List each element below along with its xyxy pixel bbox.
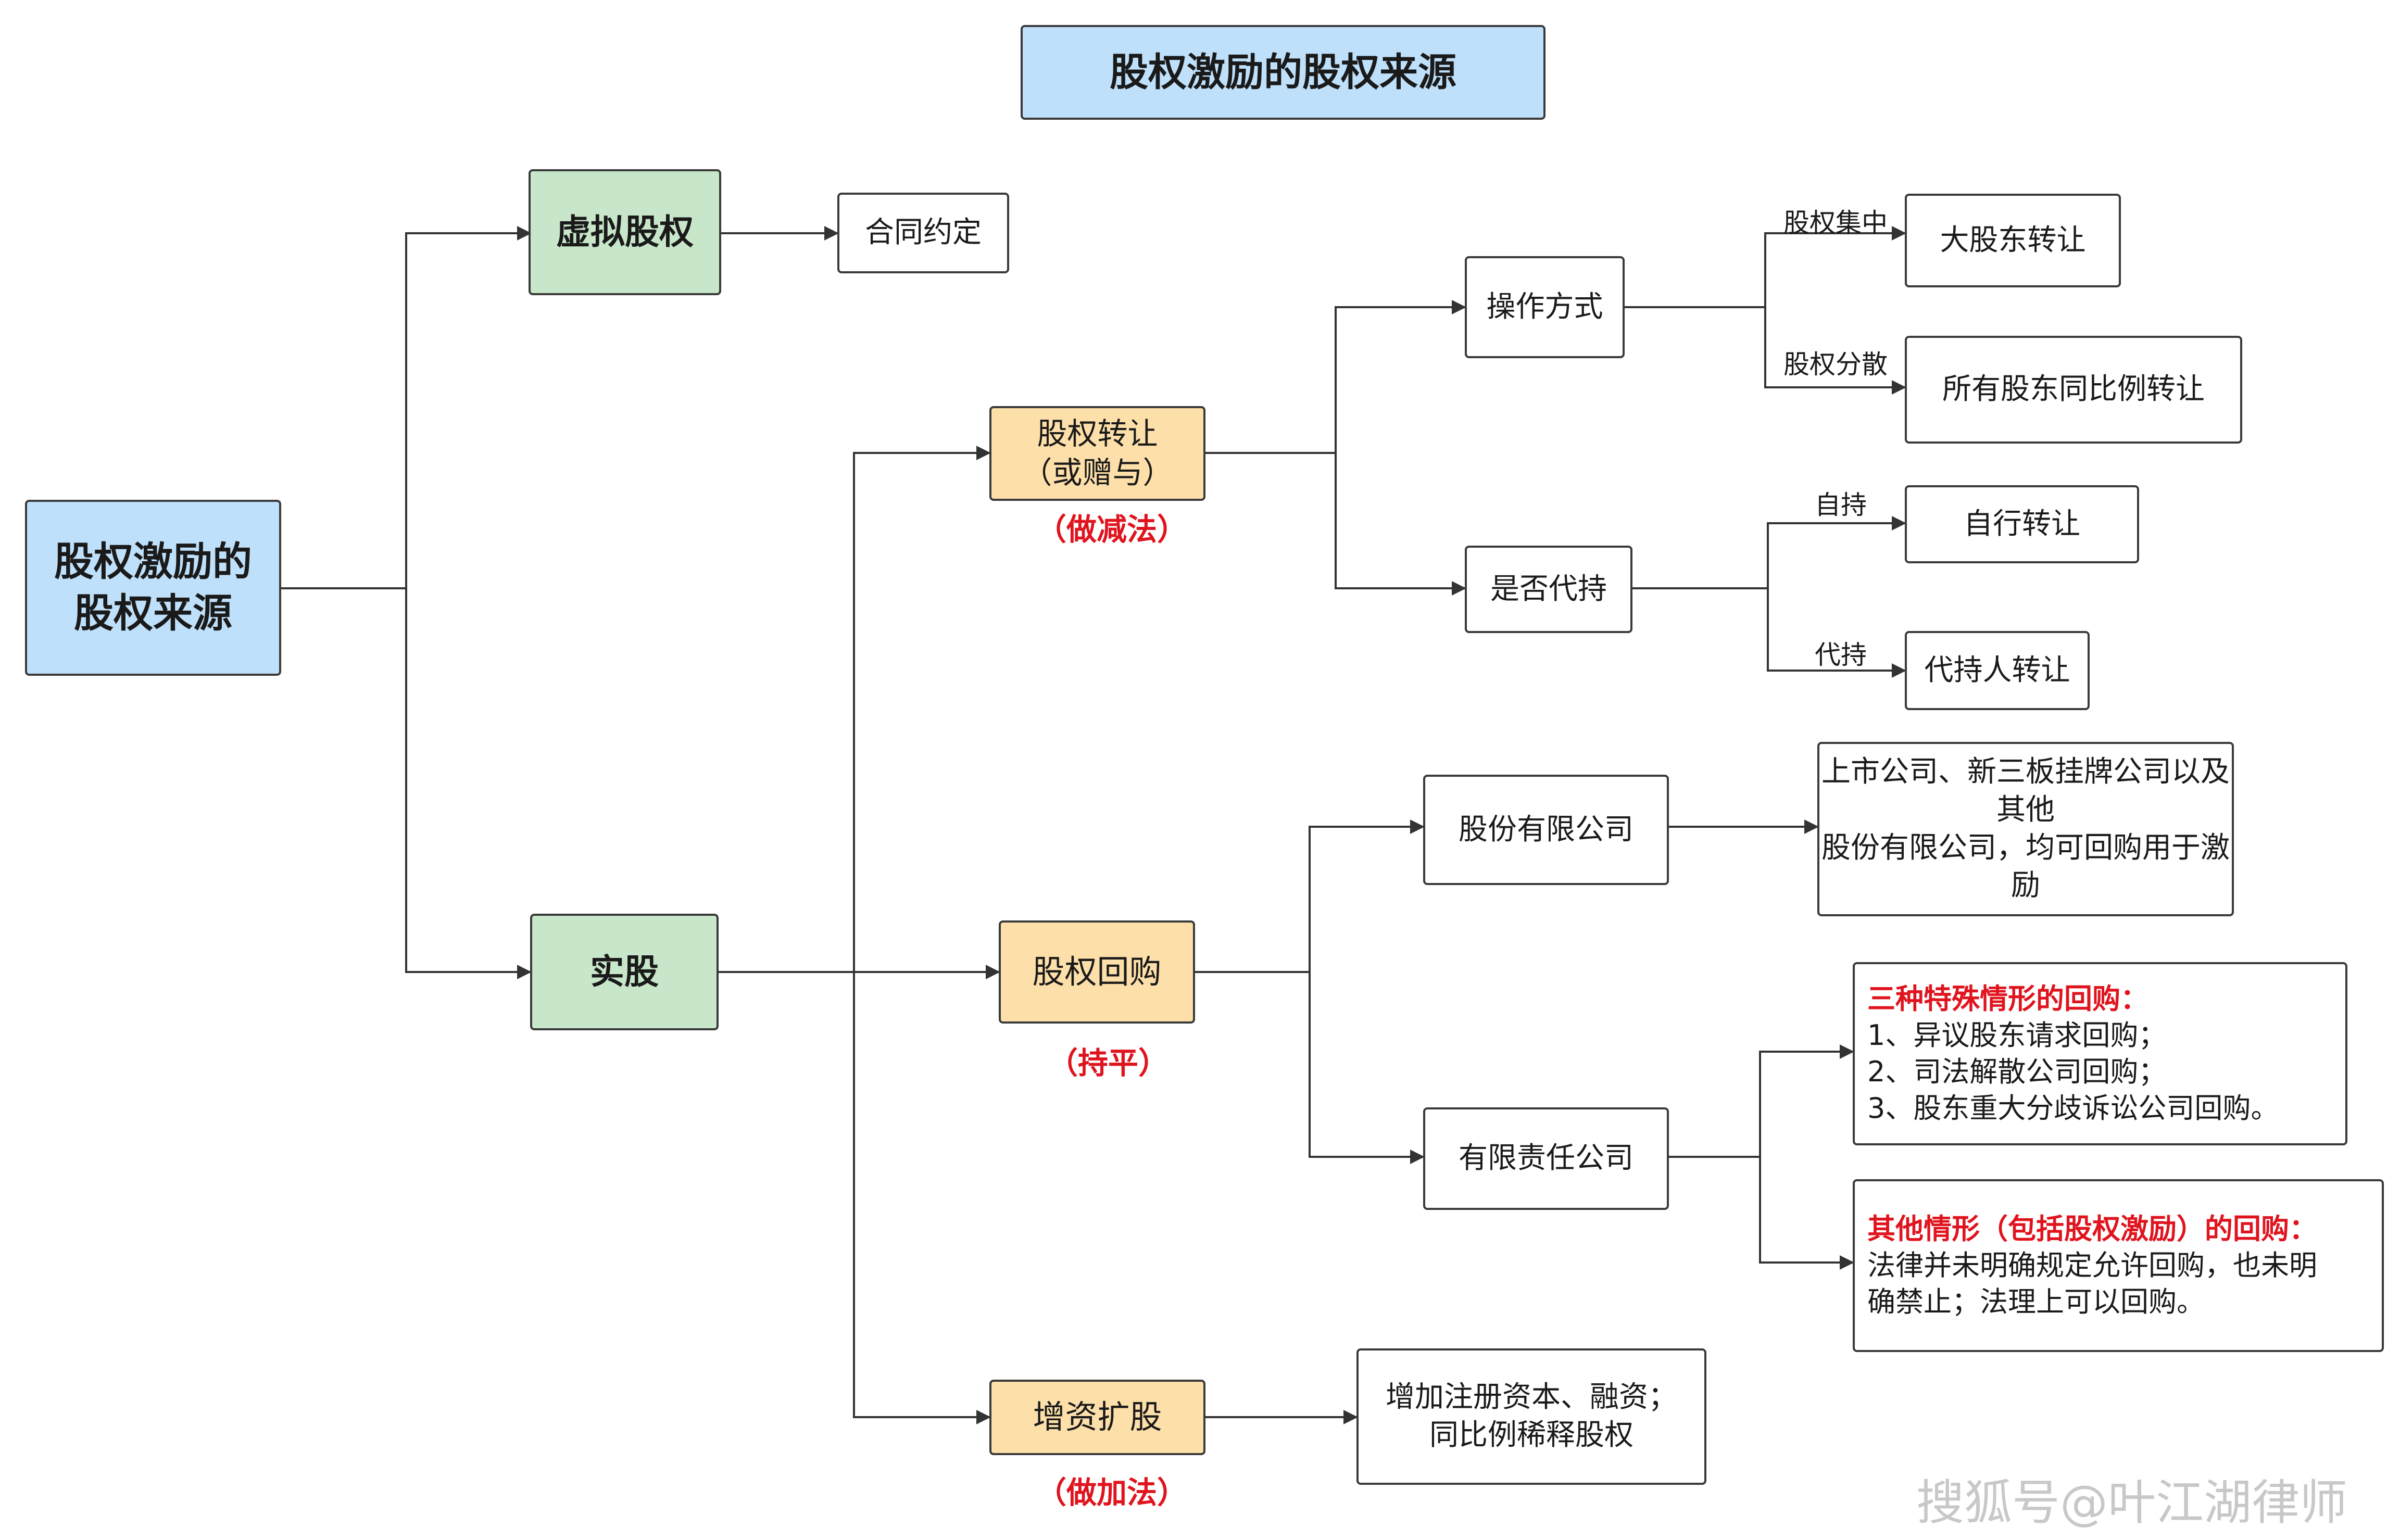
- self-transfer-label: 自行转让: [1964, 507, 2080, 541]
- concentrated-edge-label: 股权集中: [1783, 208, 1888, 238]
- capital-increase-desc-line-2: 同比例稀释股权: [1429, 1418, 1633, 1452]
- capital-increase-desc-node: 增加注册资本、融资； 同比例稀释股权: [1356, 1348, 1706, 1485]
- transfer-note: （做减法）: [1036, 512, 1188, 547]
- special-buyback-node: 三种特殊情形的回购： 1、异议股东请求回购； 2、司法解散公司回购； 3、股东重…: [1853, 962, 2347, 1145]
- agent-transfer-node: 代持人转让: [1905, 631, 2090, 710]
- contract-label: 合同约定: [865, 216, 982, 250]
- method-label: 操作方式: [1486, 289, 1603, 324]
- virtual-stock-label: 虚拟股权: [556, 212, 694, 253]
- capital-increase-desc-line-1: 增加注册资本、融资；: [1386, 1380, 1677, 1415]
- real-stock-label: 实股: [590, 952, 659, 992]
- capital-increase-note: （做加法）: [1036, 1475, 1188, 1510]
- special-item-3: 3、股东重大分歧诉讼公司回购。: [1867, 1092, 2279, 1125]
- buyback-note: （持平）: [1048, 1045, 1169, 1081]
- llc-node: 有限责任公司: [1423, 1107, 1669, 1210]
- agent-transfer-label: 代持人转让: [1924, 653, 2070, 687]
- root-line-2: 股权来源: [74, 590, 232, 636]
- other-buyback-title: 其他情形（包括股权激励）的回购：: [1867, 1212, 2317, 1245]
- transfer-line-1: 股权转让: [1037, 415, 1158, 451]
- dispersed-edge-label: 股权分散: [1783, 349, 1888, 380]
- self-transfer-node: 自行转让: [1905, 485, 2139, 563]
- capital-increase-label: 增资扩股: [1033, 1398, 1162, 1436]
- self-edge-label: 自持: [1815, 490, 1867, 520]
- virtual-stock-node: 虚拟股权: [529, 169, 721, 295]
- contract-node: 合同约定: [837, 193, 1009, 273]
- transfer-line-2: （或赠与）: [1022, 455, 1173, 490]
- buyback-node: 股权回购: [999, 920, 1195, 1024]
- watermark: 搜狐号@叶江湖律师: [1916, 1475, 2348, 1531]
- special-item-1: 1、异议股东请求回购；: [1867, 1018, 2167, 1052]
- buyback-label: 股权回购: [1032, 952, 1162, 991]
- proxy-label: 是否代持: [1490, 572, 1607, 606]
- root-node: 股权激励的 股权来源: [25, 500, 281, 676]
- proxy-node: 是否代持: [1465, 546, 1632, 633]
- other-buyback-node: 其他情形（包括股权激励）的回购： 法律并未明确规定允许回购，也未明 确禁止；法理…: [1853, 1179, 2384, 1352]
- joint-stock-node: 股份有限公司: [1423, 775, 1669, 885]
- other-line-2: 确禁止；法理上可以回购。: [1867, 1285, 2205, 1319]
- joint-stock-desc-line-1: 上市公司、新三板挂牌公司以及其他: [1821, 754, 2230, 827]
- llc-label: 有限责任公司: [1459, 1141, 1633, 1176]
- major-shareholder-node: 大股东转让: [1905, 194, 2121, 287]
- special-buyback-title: 三种特殊情形的回购：: [1867, 982, 2148, 1015]
- transfer-node: 股权转让 （或赠与）: [989, 406, 1205, 501]
- all-shareholders-node: 所有股东同比例转让: [1905, 336, 2242, 444]
- joint-stock-desc-node: 上市公司、新三板挂牌公司以及其他 股份有限公司，均可回购用于激励: [1817, 742, 2234, 916]
- joint-stock-label: 股份有限公司: [1459, 812, 1633, 847]
- root-line-1: 股权激励的: [54, 538, 252, 585]
- other-line-1: 法律并未明确规定允许回购，也未明: [1867, 1248, 2317, 1282]
- special-item-2: 2、司法解散公司回购；: [1867, 1055, 2167, 1088]
- joint-stock-desc-line-2: 股份有限公司，均可回购用于激励: [1821, 830, 2230, 903]
- method-node: 操作方式: [1465, 256, 1625, 358]
- all-shareholders-label: 所有股东同比例转让: [1942, 372, 2205, 407]
- real-stock-node: 实股: [530, 914, 719, 1030]
- agent-edge-label: 代持: [1815, 640, 1867, 670]
- page-title: 股权激励的股权来源: [1021, 25, 1545, 120]
- major-shareholder-label: 大股东转让: [1940, 223, 2086, 257]
- page-title-text: 股权激励的股权来源: [1110, 49, 1456, 95]
- capital-increase-node: 增资扩股: [989, 1380, 1205, 1455]
